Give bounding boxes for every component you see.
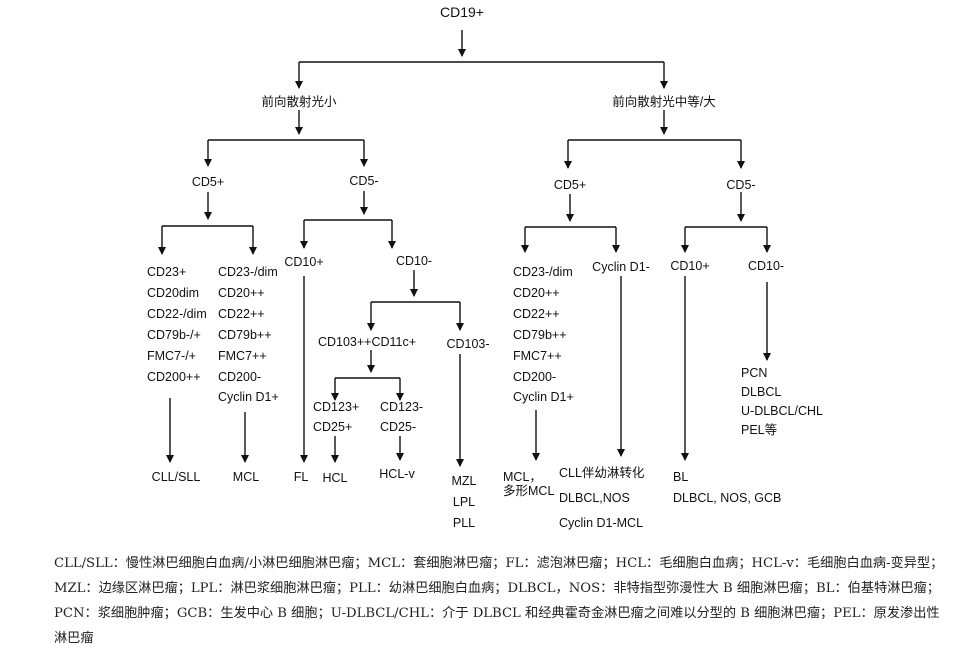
marker-label: CD23-/dim	[218, 265, 278, 279]
outcome-bl: BL DLBCL, NOS, GCB	[673, 470, 781, 505]
low-mcl-marker-list: CD23-/dim CD20++ CD22++ CD79b++ FMC7++ C…	[218, 265, 279, 404]
outcome-mzl-lpl-pll: MZL LPL PLL	[452, 474, 477, 530]
outcome-label: DLBCL,NOS	[559, 491, 630, 505]
hcl-marker-list: CD123+ CD25+	[313, 400, 359, 434]
low-cd5-neg-node: CD5-	[349, 174, 378, 188]
high-cd5-pos-node: CD5+	[554, 178, 586, 192]
outcome-label: DLBCL, NOS, GCB	[673, 491, 781, 505]
hclv-marker-list: CD123- CD25-	[380, 400, 423, 434]
marker-label: CD22++	[218, 307, 265, 321]
outcome-label: CLL伴幼淋转化	[559, 465, 645, 480]
outcome-pcn-list: PCN DLBCL U-DLBCL/CHL PEL等	[741, 366, 823, 437]
marker-label: FMC7++	[513, 349, 562, 363]
marker-label: CD25-	[380, 420, 416, 434]
low-cd5-pos-node: CD5+	[192, 175, 224, 189]
marker-label: CD123-	[380, 400, 423, 414]
outcome-label: DLBCL	[741, 385, 781, 399]
marker-label: FMC7-/+	[147, 349, 196, 363]
outcome-label: LPL	[453, 495, 475, 509]
marker-label: Cyclin D1+	[218, 390, 279, 404]
outcome-label: 多形MCL	[503, 484, 554, 498]
marker-label: CD200++	[147, 370, 201, 384]
outcome-label: Cyclin D1-MCL	[559, 516, 643, 530]
cyclin-d1-neg-node: Cyclin D1-	[592, 260, 650, 274]
outcome-mcl: MCL	[233, 470, 259, 484]
marker-label: CD200-	[513, 370, 556, 384]
abbreviation-legend: CLL/SLL：慢性淋巴细胞白血病/小淋巴细胞淋巴瘤；MCL：套细胞淋巴瘤；FL…	[54, 556, 944, 646]
scatter-high-node: 前向散射光中等/大	[612, 94, 715, 109]
marker-label: CD20dim	[147, 286, 199, 300]
marker-label: CD79b++	[513, 328, 567, 342]
outcome-cll-sll: CLL/SLL	[152, 470, 201, 484]
marker-label: CD25+	[313, 420, 352, 434]
node-labels: CD19+ 前向散射光小 前向散射光中等/大 CD5+ CD5- CD23+ C…	[147, 4, 823, 530]
marker-label: FMC7++	[218, 349, 267, 363]
low-cd10-neg-node: CD10-	[396, 254, 432, 268]
marker-label: CD20++	[513, 286, 560, 300]
outcome-high-mcl: MCL， 多形MCL	[503, 470, 554, 498]
marker-label: CD79b-/+	[147, 328, 201, 342]
high-cd10-pos-node: CD10+	[670, 259, 709, 273]
outcome-hcl-v: HCL-v	[379, 467, 415, 481]
outcome-label: U-DLBCL/CHL	[741, 404, 823, 418]
low-cd10-pos-node: CD10+	[284, 255, 323, 269]
outcome-label: PCN	[741, 366, 767, 380]
marker-label: CD23+	[147, 265, 186, 279]
outcome-label: PLL	[453, 516, 475, 530]
low-cll-marker-list: CD23+ CD20dim CD22-/dim CD79b-/+ FMC7-/+…	[147, 265, 207, 384]
connectors	[158, 30, 771, 467]
marker-label: CD20++	[218, 286, 265, 300]
root-node: CD19+	[440, 4, 484, 20]
scatter-low-node: 前向散射光小	[261, 94, 337, 109]
marker-label: CD79b++	[218, 328, 272, 342]
outcome-label: MZL	[452, 474, 477, 488]
marker-label: CD22++	[513, 307, 560, 321]
outcome-label: BL	[673, 470, 688, 484]
high-cd10-neg-node: CD10-	[748, 259, 784, 273]
outcome-hcl: HCL	[322, 471, 347, 485]
marker-label: CD200-	[218, 370, 261, 384]
outcome-cll-transformation: CLL伴幼淋转化 DLBCL,NOS Cyclin D1-MCL	[559, 465, 645, 530]
outcome-fl: FL	[294, 470, 309, 484]
high-mcl-marker-list: CD23-/dim CD20++ CD22++ CD79b++ FMC7++ C…	[513, 265, 574, 404]
flow-diagram: CD19+ 前向散射光小 前向散射光中等/大 CD5+ CD5- CD23+ C…	[147, 4, 823, 530]
marker-label: CD23-/dim	[513, 265, 573, 279]
marker-label: CD123+	[313, 400, 359, 414]
cd103-neg-node: CD103-	[446, 337, 489, 351]
outcome-label: MCL，	[503, 470, 542, 484]
marker-label: CD22-/dim	[147, 307, 207, 321]
high-cd5-neg-node: CD5-	[726, 178, 755, 192]
outcome-label: PEL等	[741, 422, 777, 437]
cd103-pos-node: CD103++CD11c+	[318, 335, 416, 349]
marker-label: Cyclin D1+	[513, 390, 574, 404]
